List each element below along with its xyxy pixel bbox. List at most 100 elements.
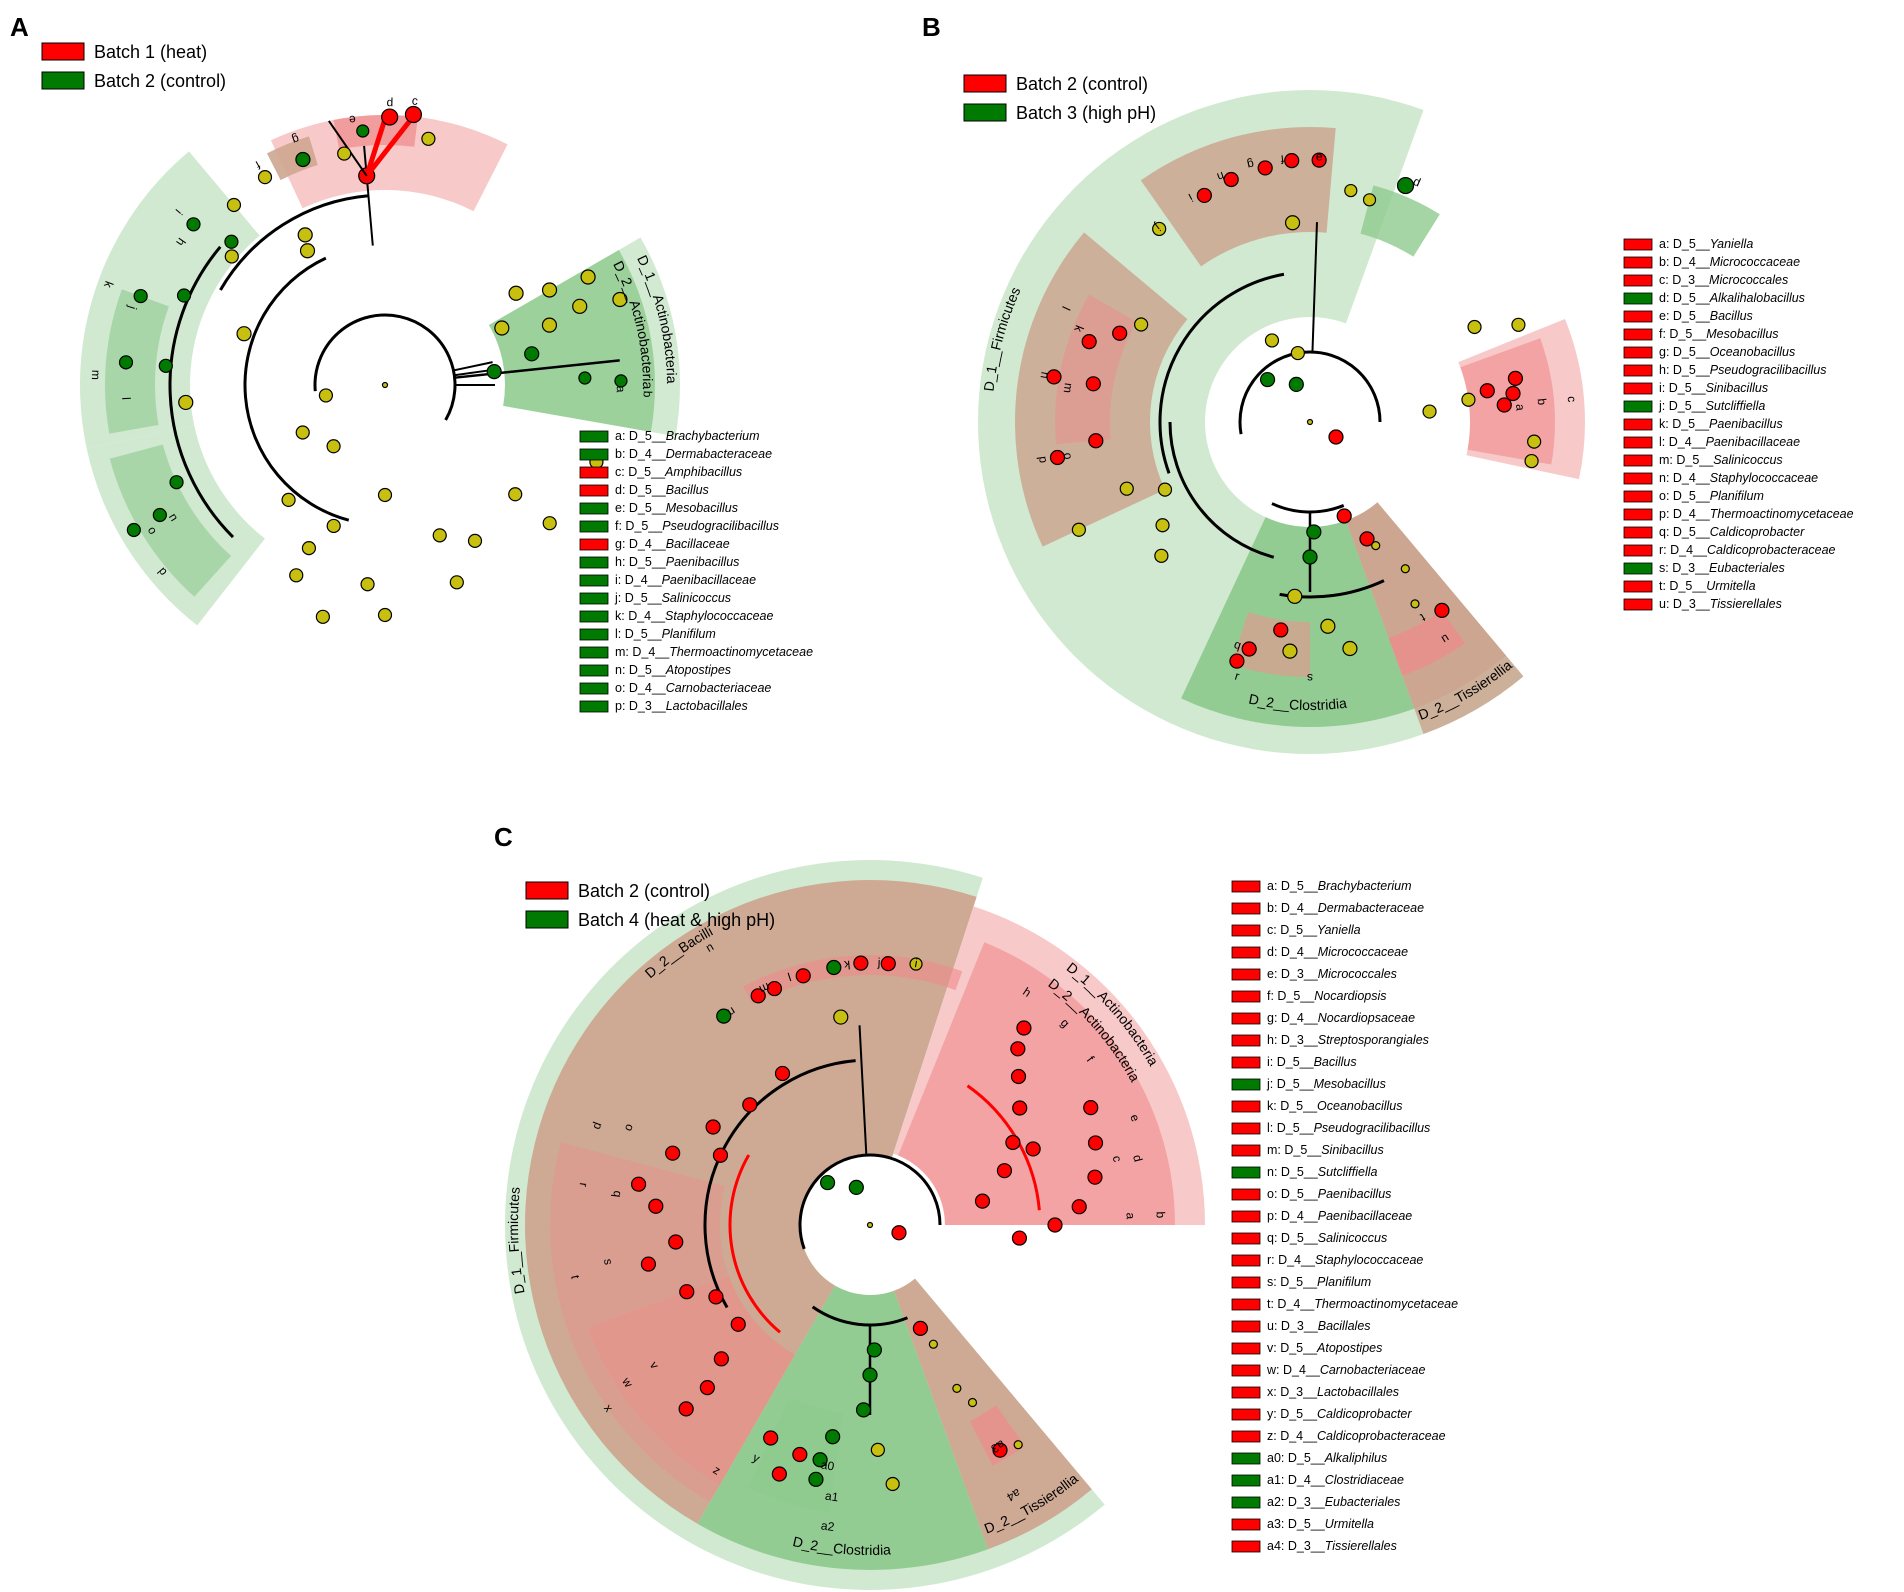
branch-arc [1158,272,1285,474]
key-taxon: Bacillus [666,483,709,497]
key-swatch [1231,1276,1261,1289]
key-code: h: D_5__ [615,555,667,569]
clade-node [819,1174,836,1191]
key-entry: t: D_5__Urmitella [1659,579,1756,593]
sector-letter: a2 [820,1518,835,1534]
sector-letter: f [1279,152,1284,166]
sector-n [109,444,232,597]
clade-node [1119,481,1134,496]
key-swatch [1231,1386,1261,1399]
key-swatch [579,682,609,695]
branch-line [858,1025,868,1156]
key-code: g: D_4__ [1267,1011,1319,1025]
branch-line [363,145,374,246]
key-taxon: Oceanobacillus [1710,345,1795,359]
sector-letter: d [386,95,393,109]
key-taxon: Staphylococcaceae [1315,1253,1423,1267]
clade-node [705,1119,721,1135]
key-taxon: Tissierellales [1710,597,1782,611]
key-code: s: D_5__ [1267,1275,1318,1289]
clade-node [224,249,239,264]
key-taxon: Thermoactinomycetaceae [1710,507,1854,521]
branch-arc [811,1305,909,1327]
key-swatch [1623,382,1653,395]
clade-node [808,1471,824,1487]
key-taxon: Pseudogracilibacillus [1314,1121,1431,1135]
key-taxon: Dermabacteraceae [666,447,772,461]
clade-node [326,518,341,534]
clade-node [1047,1217,1063,1233]
key-entry: f: D_5__Mesobacillus [1659,327,1779,341]
clade-node [1290,345,1305,361]
key-code: c: D_5__ [615,465,666,479]
key-swatch [1623,238,1653,251]
key-code: f: D_5__ [615,519,663,533]
sector-letter: o [1061,452,1076,461]
key-code: f: D_5__ [1659,327,1707,341]
key-swatch [1623,472,1653,485]
key-code: a: D_5__ [615,429,667,443]
key-swatch [1231,1210,1261,1223]
clade-node [1306,418,1314,426]
key-taxon: Paenibacillus [666,555,740,569]
key-entry: p: D_4__Thermoactinomycetaceae [1659,507,1854,521]
key-swatch [1623,346,1653,359]
clade-node [541,317,558,333]
key-swatch [579,502,609,515]
sector-bacilli [524,879,977,1524]
key-code: b: D_4__ [1267,901,1319,915]
key-entry: a: D_5__Yaniella [1659,237,1753,251]
clade-node [1287,588,1303,604]
clade-node [1010,1041,1026,1057]
clade-node [862,1367,878,1383]
key-entry: s: D_5__Planifilum [1267,1275,1371,1289]
clade-node [318,388,334,403]
key-taxon: Sinibacillus [1706,381,1769,395]
clade-node [1005,1134,1021,1151]
clade-node [289,568,304,583]
clade-node [1311,152,1327,168]
clade-node [612,291,628,308]
clade-node [1025,1141,1041,1157]
key-swatch [1623,508,1653,521]
clade-node [952,1383,962,1393]
key-entry: a: D_5__Brachybacterium [615,429,760,443]
clade-node [774,1065,791,1082]
clade-node [176,288,192,303]
clade-node [1336,508,1352,524]
clade-node [297,227,313,243]
key-code: t: D_5__ [1659,579,1707,593]
clade-node [1400,564,1410,574]
key-taxon: Bacillaceae [666,537,730,551]
clade-node [996,1163,1013,1179]
clade-node [1422,404,1437,419]
key-entry: q: D_5__Salinicoccus [1267,1231,1387,1245]
clade-node [1496,397,1512,413]
branch-arc [798,1153,942,1250]
clade-node [1505,385,1521,402]
clade-node [1507,370,1524,386]
sector-letter: i [173,206,185,217]
sector-letter: e [1127,1112,1143,1124]
key-taxon: Paenibacillus [1318,1187,1392,1201]
key-swatch [1231,1320,1261,1333]
key-entry: i: D_5__Sinibacillus [1659,381,1768,395]
branch-arc [219,194,369,291]
clade-node [1524,453,1539,469]
key-code: j: D_5__ [614,591,663,605]
key-code: a1: D_4__ [1267,1473,1326,1487]
clade-node [1223,171,1239,188]
key-entry: n: D_5__Atopostipes [615,663,731,677]
key-code: t: D_4__ [1267,1297,1315,1311]
clade-node [712,1147,729,1163]
clade-node [1154,548,1169,563]
clade-node [524,346,540,362]
key-swatch [1231,1518,1261,1531]
clade-node [178,394,194,411]
key-taxon: Thermoactinomycetaceae [669,645,813,659]
sector-letter: a [1513,403,1527,411]
key-swatch [1231,1034,1261,1047]
clade-node [1511,317,1526,332]
key-taxon: Salinicoccus [662,591,731,605]
